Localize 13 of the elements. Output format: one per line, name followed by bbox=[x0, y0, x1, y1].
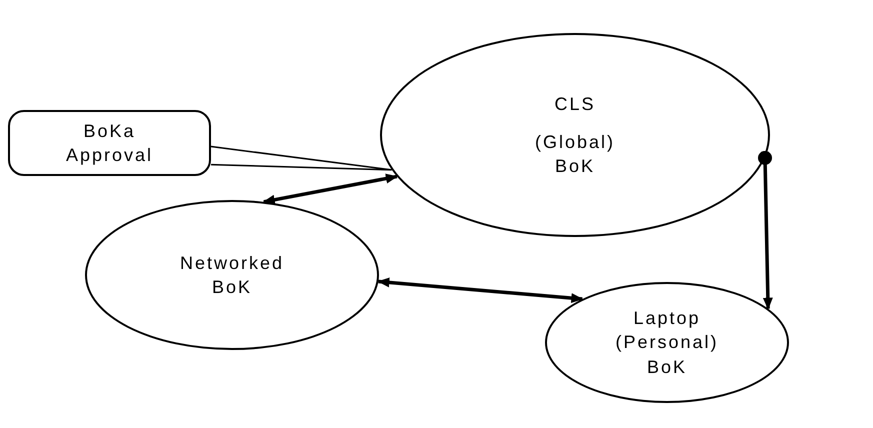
ellipse-node bbox=[545, 282, 789, 403]
node-label: CLS bbox=[554, 92, 596, 116]
arrow bbox=[262, 174, 398, 205]
ellipse-node bbox=[380, 33, 770, 237]
node-label: BoKa Approval bbox=[64, 120, 154, 167]
callout-tail bbox=[210, 146, 393, 171]
node-label: (Global) BoK bbox=[534, 130, 616, 178]
arrow bbox=[758, 150, 773, 310]
node-label: Networked BoK bbox=[178, 252, 286, 299]
callout-box bbox=[8, 110, 211, 176]
ellipse-node bbox=[85, 200, 379, 350]
node-label: Laptop (Personal) BoK bbox=[614, 307, 720, 379]
arrow bbox=[377, 277, 584, 304]
